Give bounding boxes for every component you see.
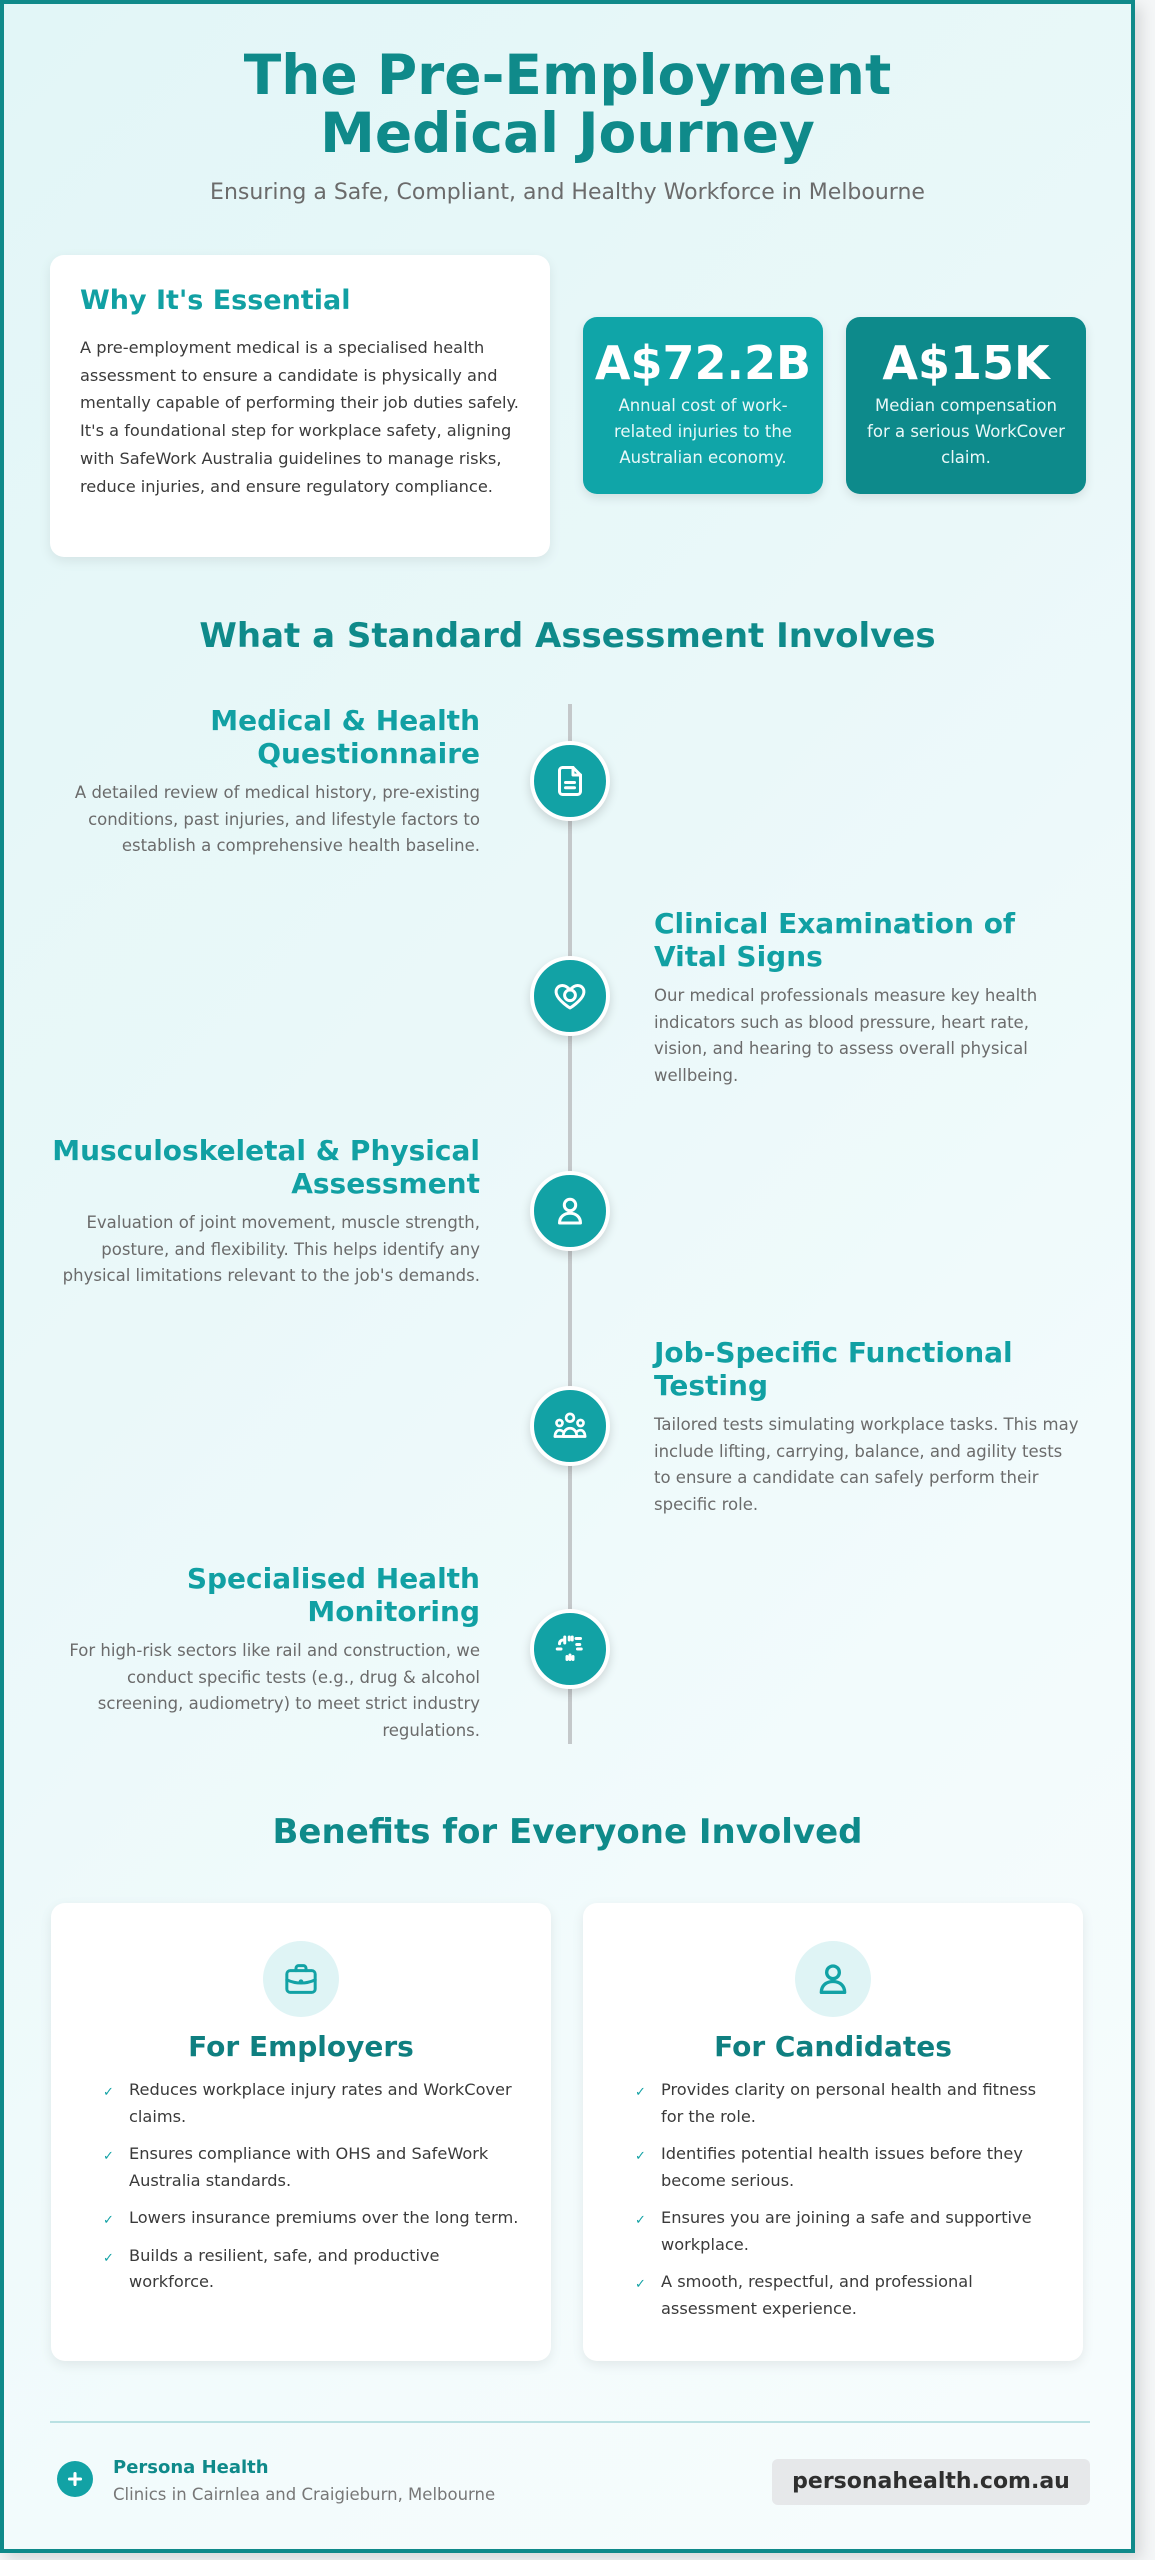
timeline-step-health-monitoring: Specialised Health Monitoring For high-r…: [50, 1562, 480, 1744]
check-icon: ✓: [103, 2149, 114, 2164]
person-icon: [795, 1941, 871, 2017]
document-icon: [530, 741, 610, 821]
page-title: The Pre-Employment Medical Journey: [243, 43, 892, 165]
plus-logo-icon: [57, 2461, 93, 2497]
stat-value: A$15K: [882, 336, 1050, 390]
list-item: ✓Lowers insurance premiums over the long…: [103, 2205, 523, 2232]
list-item: ✓Ensures you are joining a safe and supp…: [635, 2208, 1032, 2254]
check-icon: ✓: [103, 2250, 114, 2266]
employers-title: For Employers: [188, 2030, 414, 2063]
timeline-step-functional-testing: Job-Specific Functional Testing Tailored…: [654, 1336, 1084, 1518]
scan-icon: [530, 1609, 610, 1689]
candidates-title: For Candidates: [714, 2030, 952, 2063]
assessment-section-title: What a Standard Assessment Involves: [199, 616, 936, 656]
list-item: ✓Builds a resilient, safe, and productiv…: [103, 2245, 440, 2292]
step-title: Clinical Examination of Vital Signs: [654, 907, 1016, 973]
step-text: A detailed review of medical history, pr…: [74, 783, 480, 855]
check-icon: ✓: [635, 2085, 646, 2100]
list-item: ✓Reduces workplace injury rates and Work…: [103, 2080, 512, 2126]
check-icon: ✓: [103, 2213, 114, 2228]
step-text: Tailored tests simulating workplace task…: [654, 1415, 1079, 1514]
footer-brand-name: Persona Health: [113, 2457, 269, 2478]
list-item: ✓A smooth, respectful, and professional …: [635, 2272, 973, 2318]
stat-label: Median compensation for a serious WorkCo…: [867, 396, 1065, 467]
website-link[interactable]: personahealth.com.au: [772, 2459, 1090, 2505]
person-icon: [530, 1171, 610, 1251]
why-essential-card: Why It's Essential A pre-employment medi…: [50, 255, 550, 557]
check-icon: ✓: [635, 2149, 646, 2164]
stat-label: Annual cost of work-related injuries to …: [614, 396, 792, 467]
step-text: Evaluation of joint movement, muscle str…: [62, 1213, 480, 1285]
step-title: Musculoskeletal & Physical Assessment: [52, 1134, 480, 1200]
timeline-step-vital-signs: Clinical Examination of Vital Signs Our …: [654, 907, 1084, 1089]
stat-value: A$72.2B: [594, 336, 812, 390]
employers-benefits-card: For Employers ✓Reduces workplace injury …: [51, 1903, 551, 2361]
step-text: For high-risk sectors like rail and cons…: [69, 1641, 480, 1740]
employers-benefit-list: ✓Reduces workplace injury rates and Work…: [103, 2077, 523, 2307]
step-title: Medical & Health Questionnaire: [210, 704, 480, 770]
footer-divider: [50, 2421, 1090, 2423]
list-item: ✓Identifies potential health issues befo…: [635, 2144, 1023, 2190]
footer-locations: Clinics in Cairnlea and Craigieburn, Mel…: [113, 2485, 496, 2504]
group-icon: [530, 1386, 610, 1466]
step-title: Specialised Health Monitoring: [186, 1562, 480, 1628]
briefcase-icon: [263, 1941, 339, 2017]
timeline-step-musculoskeletal: Musculoskeletal & Physical Assessment Ev…: [50, 1134, 480, 1290]
infographic-page: The Pre-Employment Medical Journey Ensur…: [0, 0, 1135, 2553]
list-item: ✓Ensures compliance with OHS and SafeWor…: [103, 2144, 489, 2190]
candidates-benefit-list: ✓Provides clarity on personal health and…: [635, 2077, 1055, 2333]
stat-card-injury-cost: A$72.2B Annual cost of work-related inju…: [583, 317, 823, 494]
timeline-step-questionnaire: Medical & Health Questionnaire A detaile…: [50, 704, 480, 860]
heart-icon: [530, 956, 610, 1036]
list-item: ✓Provides clarity on personal health and…: [635, 2080, 1037, 2126]
benefits-section-title: Benefits for Everyone Involved: [272, 1812, 863, 1852]
check-icon: ✓: [635, 2277, 646, 2292]
page-subtitle: Ensuring a Safe, Compliant, and Healthy …: [210, 180, 925, 205]
why-essential-text: A pre-employment medical is a specialise…: [80, 338, 519, 496]
check-icon: ✓: [635, 2213, 646, 2228]
stat-card-median-compensation: A$15K Median compensation for a serious …: [846, 317, 1086, 494]
step-title: Job-Specific Functional Testing: [654, 1336, 1013, 1402]
why-essential-title: Why It's Essential: [80, 285, 351, 316]
step-text: Our medical professionals measure key he…: [654, 986, 1038, 1085]
candidates-benefits-card: For Candidates ✓Provides clarity on pers…: [583, 1903, 1083, 2361]
check-icon: ✓: [103, 2085, 114, 2100]
